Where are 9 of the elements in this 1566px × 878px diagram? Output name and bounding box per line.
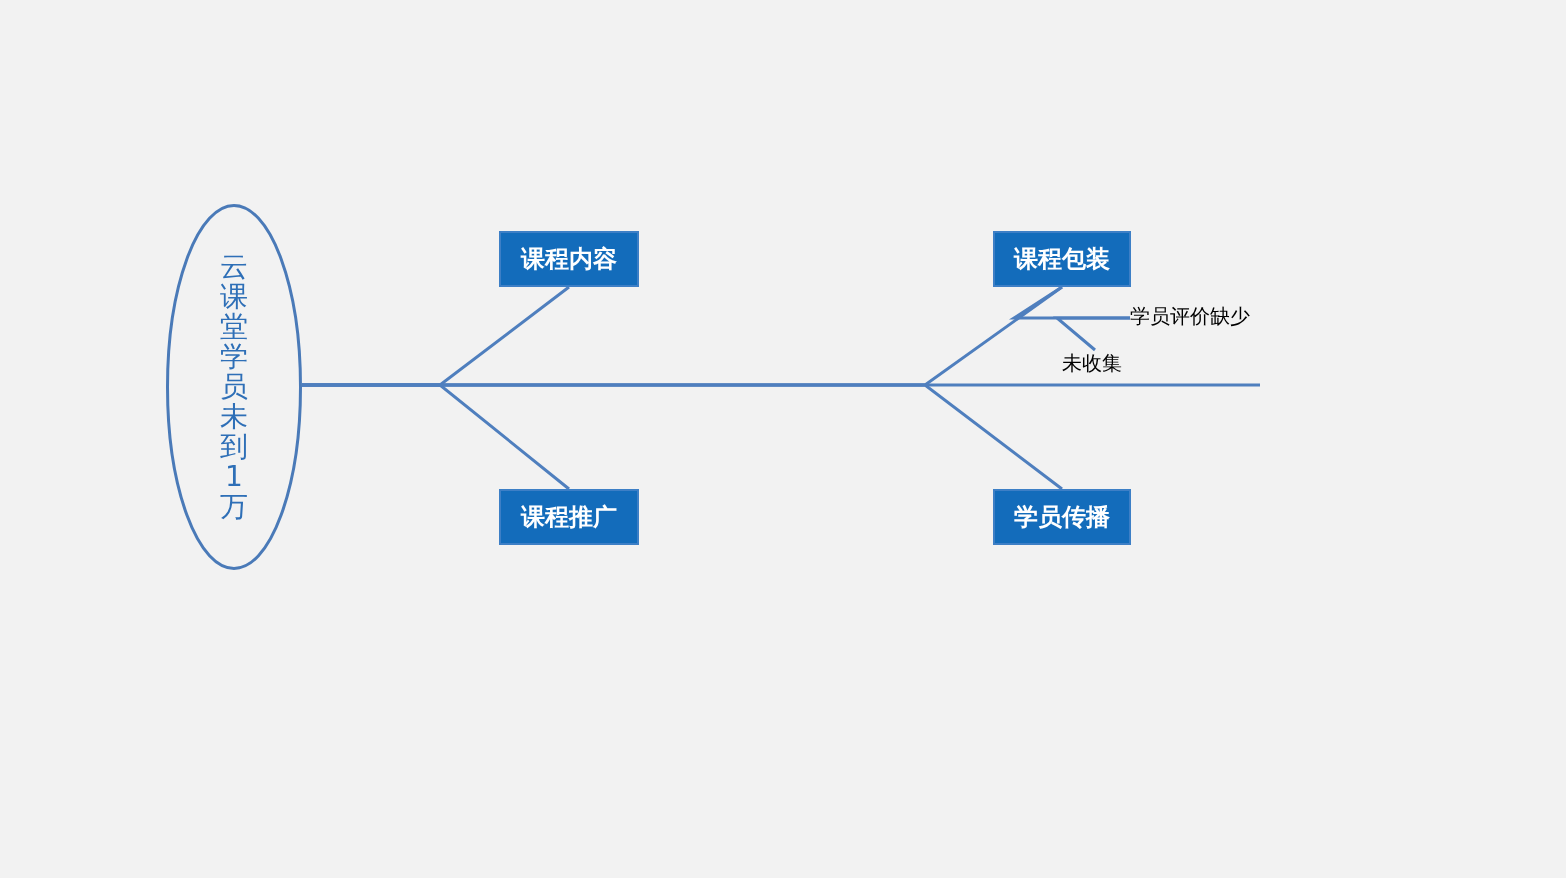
bone-line (302, 383, 1260, 387)
cause-box: 学员传播 (993, 489, 1131, 545)
cause-box: 课程推广 (499, 489, 639, 545)
cause-box: 课程内容 (499, 231, 639, 287)
problem-label: 云课堂学员未到1万 (220, 252, 248, 522)
cause-label: 未收集 (1062, 350, 1128, 380)
cause-box: 课程包装 (993, 231, 1131, 287)
bone-line (1052, 316, 1130, 352)
cause-label: 学员评价缺少 (1130, 303, 1272, 333)
